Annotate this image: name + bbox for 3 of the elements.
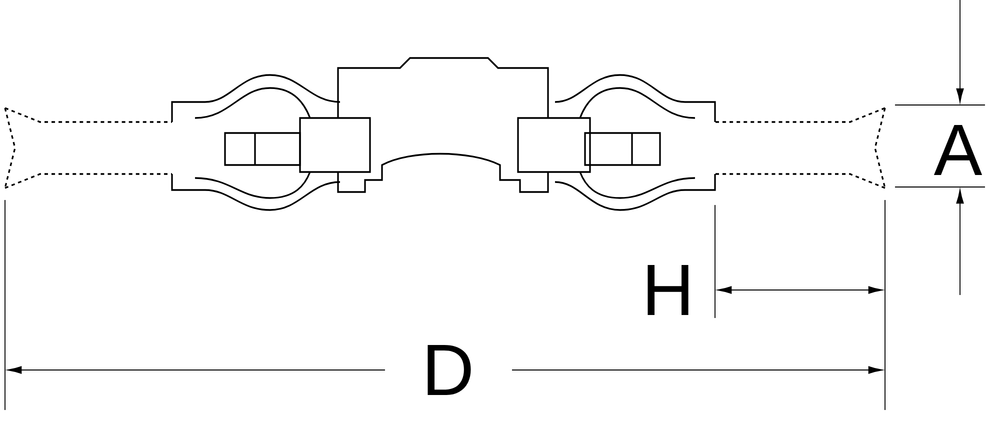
dimension-label: D	[428, 345, 471, 395]
dimension-label: A	[934, 125, 982, 175]
dimension-label: H	[648, 265, 688, 315]
